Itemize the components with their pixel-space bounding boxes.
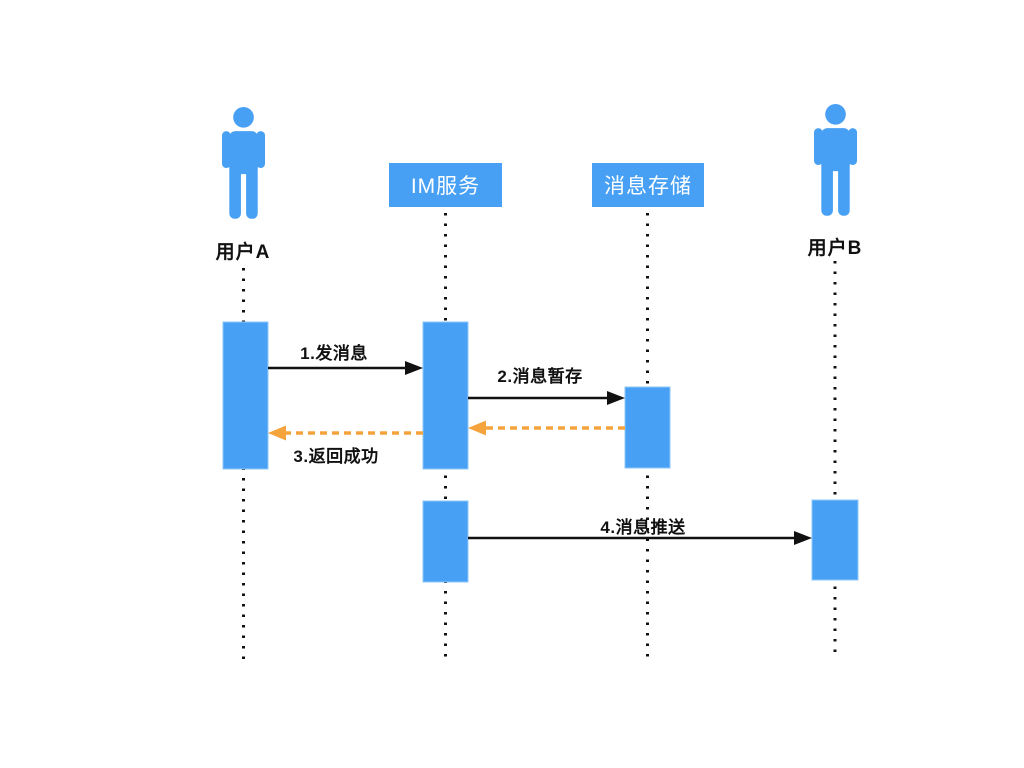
lifelines <box>242 213 837 663</box>
actor-label-user-a: 用户A <box>215 242 271 263</box>
activation-user-b <box>811 499 859 581</box>
actor-label-user-b: 用户B <box>807 238 863 259</box>
arrow-4-push-message <box>468 531 812 545</box>
arrow-2-store-message <box>468 391 625 405</box>
activation-im-service-2 <box>422 500 469 583</box>
activation-user-a <box>222 321 269 470</box>
arrow-1-send-message <box>268 361 423 375</box>
participant-header-im-service: IM服务 <box>389 163 502 207</box>
participant-header-im-service-label: IM服务 <box>410 175 481 198</box>
arrow-3-return-success <box>268 420 625 441</box>
message-label-4-push: 4.消息推送 <box>600 518 686 537</box>
activation-message-store <box>624 386 671 469</box>
participant-header-message-store-label: 消息存储 <box>604 175 692 198</box>
actor-user-a-icon <box>222 107 266 219</box>
activation-im-service-1 <box>422 321 469 470</box>
message-label-2-store: 2.消息暂存 <box>497 367 583 386</box>
participant-header-message-store: 消息存储 <box>592 163 704 207</box>
message-arrows <box>268 361 812 545</box>
actor-user-b-icon <box>814 104 858 216</box>
activation-boxes <box>222 321 859 583</box>
message-label-1-send: 1.发消息 <box>300 344 368 363</box>
message-label-3-return: 3.返回成功 <box>293 447 379 466</box>
